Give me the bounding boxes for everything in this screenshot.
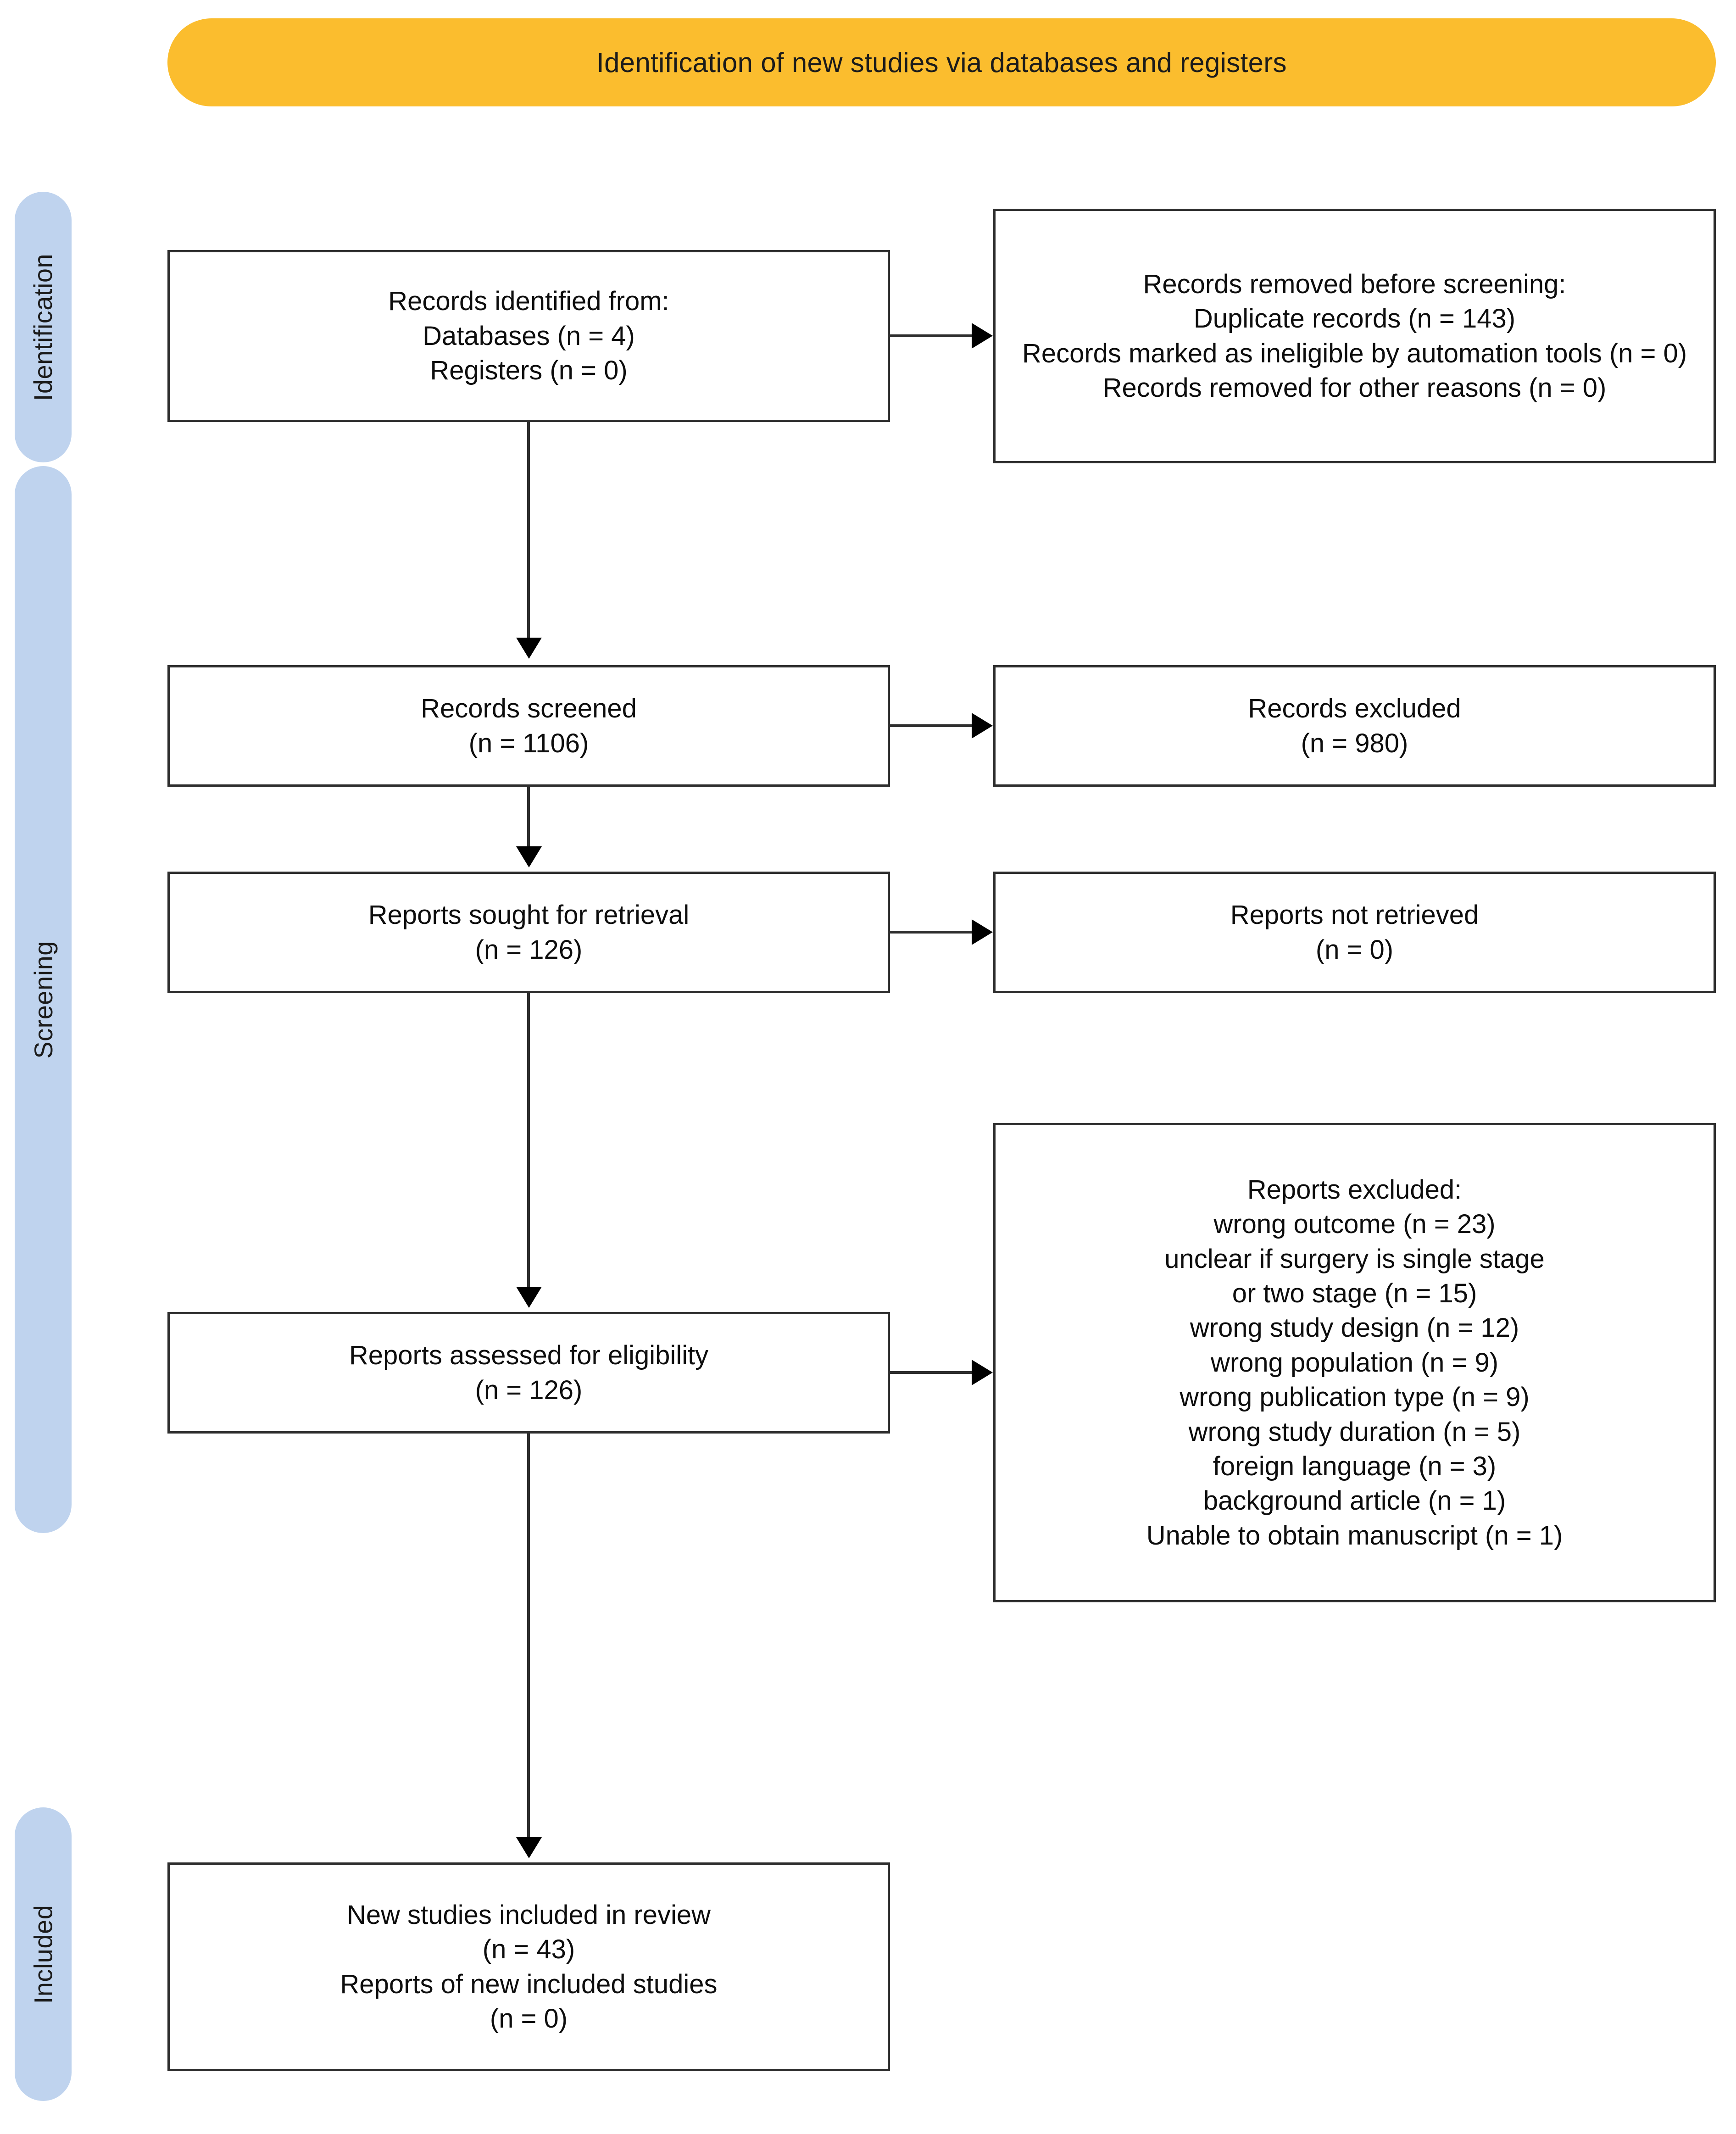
box-records-removed-before-screening: Records removed before screening: Duplic… xyxy=(993,209,1716,463)
box-line: wrong study design (n = 12) xyxy=(1190,1313,1519,1343)
banner-title: Identification of new studies via databa… xyxy=(596,47,1287,78)
box-line: Unable to obtain manuscript (n = 1) xyxy=(1146,1520,1563,1550)
connector-sought-to-notretrieved xyxy=(890,931,973,934)
identification-banner: Identification of new studies via databa… xyxy=(167,18,1716,106)
arrowhead-down-icon xyxy=(516,1837,542,1858)
box-line: Reports sought for retrieval xyxy=(368,900,690,930)
box-records-screened: Records screened (n = 1106) xyxy=(167,665,890,787)
box-line: (n = 126) xyxy=(475,1375,583,1405)
box-line: Records removed before screening: xyxy=(1143,269,1566,299)
box-line: wrong population (n = 9) xyxy=(1210,1347,1499,1378)
stage-pill-screening: Screening xyxy=(15,466,72,1533)
box-line: Records screened xyxy=(421,694,637,724)
arrowhead-right-icon xyxy=(972,1360,993,1385)
connector-assessed-to-included xyxy=(527,1434,530,1837)
box-line: (n = 126) xyxy=(475,934,583,965)
stage-label-included: Included xyxy=(28,1905,58,2004)
box-line: Reports excluded: xyxy=(1247,1174,1462,1205)
box-line: wrong outcome (n = 23) xyxy=(1213,1209,1496,1239)
box-line: Registers (n = 0) xyxy=(430,356,628,386)
box-line: unclear if surgery is single stage xyxy=(1164,1244,1545,1274)
connector-screened-to-sought xyxy=(527,787,530,846)
stage-label-identification: Identification xyxy=(28,253,58,401)
box-line: (n = 1106) xyxy=(468,728,589,758)
connector-identified-to-screened xyxy=(527,422,530,638)
stage-pill-identification: Identification xyxy=(15,192,72,462)
box-line: Databases (n = 4) xyxy=(423,321,635,351)
box-line: Records removed for other reasons (n = 0… xyxy=(1102,372,1607,403)
box-reports-sought-for-retrieval: Reports sought for retrieval (n = 126) xyxy=(167,872,890,993)
arrowhead-down-icon xyxy=(516,638,542,659)
connector-assessed-to-reportsexcluded xyxy=(890,1371,973,1374)
box-line: foreign language (n = 3) xyxy=(1213,1451,1497,1481)
box-line: (n = 43) xyxy=(482,1934,575,1965)
box-line: New studies included in review xyxy=(346,1900,711,1930)
connector-sought-to-assessed xyxy=(527,993,530,1287)
box-reports-not-retrieved: Reports not retrieved (n = 0) xyxy=(993,872,1716,993)
arrowhead-down-icon xyxy=(516,1287,542,1308)
box-line: Duplicate records (n = 143) xyxy=(1193,304,1516,334)
box-records-identified: Records identified from: Databases (n = … xyxy=(167,250,890,422)
box-line: Reports assessed for eligibility xyxy=(349,1340,709,1371)
box-line: Records excluded xyxy=(1248,694,1461,724)
box-reports-excluded: Reports excluded: wrong outcome (n = 23)… xyxy=(993,1123,1716,1602)
arrowhead-right-icon xyxy=(972,713,993,739)
box-line: wrong study duration (n = 5) xyxy=(1188,1417,1521,1447)
box-new-studies-included: New studies included in review (n = 43) … xyxy=(167,1862,890,2071)
box-line: background article (n = 1) xyxy=(1203,1486,1506,1516)
box-line: (n = 980) xyxy=(1301,728,1408,758)
arrowhead-down-icon xyxy=(516,846,542,867)
box-reports-assessed-for-eligibility: Reports assessed for eligibility (n = 12… xyxy=(167,1312,890,1434)
box-records-excluded: Records excluded (n = 980) xyxy=(993,665,1716,787)
box-line: Reports of new included studies xyxy=(340,1969,718,1999)
box-line: wrong publication type (n = 9) xyxy=(1180,1382,1530,1412)
arrowhead-right-icon xyxy=(972,323,993,349)
arrowhead-right-icon xyxy=(972,919,993,945)
connector-screened-to-excluded xyxy=(890,724,973,727)
stage-label-screening: Screening xyxy=(28,940,58,1059)
box-line: (n = 0) xyxy=(490,2003,568,2034)
box-line: (n = 0) xyxy=(1315,934,1394,965)
stage-pill-included: Included xyxy=(15,1807,72,2101)
box-line: Reports not retrieved xyxy=(1230,900,1479,930)
box-line: Records marked as ineligible by automati… xyxy=(1022,338,1687,368)
box-line: Records identified from: xyxy=(388,286,669,317)
connector-identified-to-removed xyxy=(890,334,973,337)
box-line: or two stage (n = 15) xyxy=(1232,1278,1477,1309)
